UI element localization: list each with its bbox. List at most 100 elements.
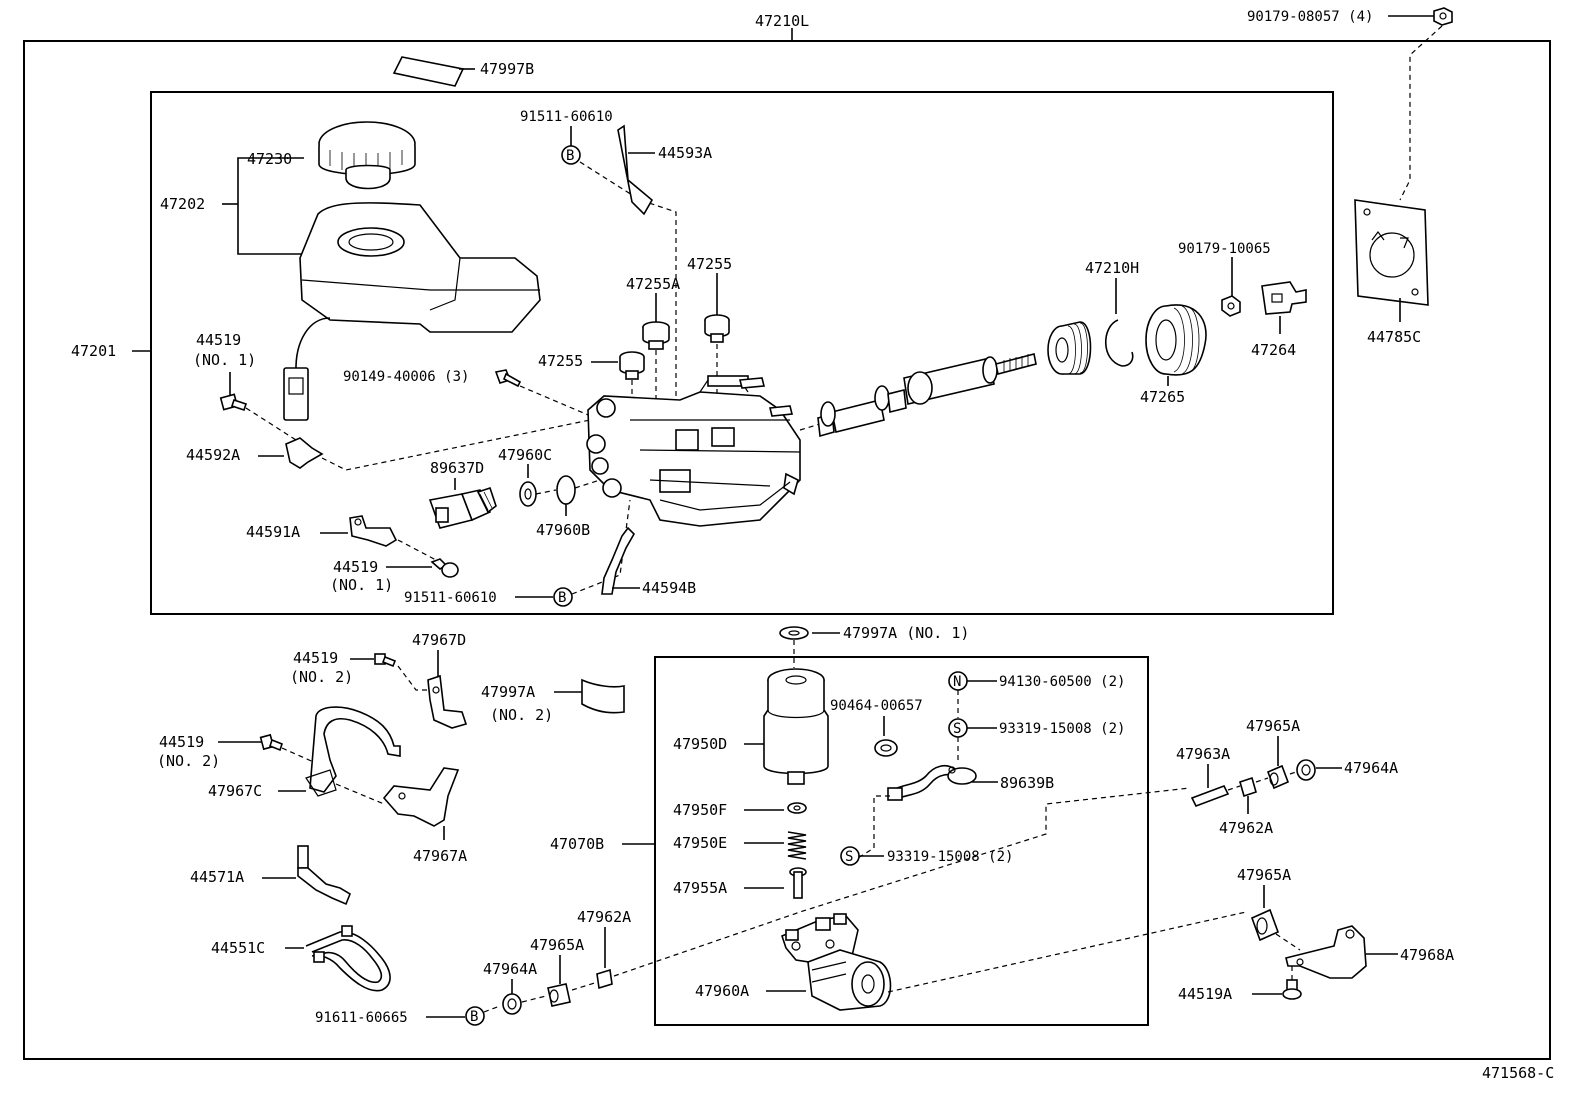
bushing-47965A-left-icon xyxy=(547,983,571,1007)
svg-text:B: B xyxy=(470,1009,478,1025)
bolt-44519-b-icon xyxy=(430,558,459,578)
svg-text:S: S xyxy=(953,721,961,737)
label-47255-mid: 47255 xyxy=(538,352,583,370)
label-47997A: 47997A xyxy=(481,683,535,701)
bracket-44591A-icon xyxy=(349,515,398,547)
label-44785C: 44785C xyxy=(1367,328,1421,346)
svg-text:B: B xyxy=(558,590,566,606)
label-no2-c: (NO. 2) xyxy=(290,668,353,686)
label-91511-60610-bot: 91511-60610 xyxy=(404,590,497,606)
label-47950F: 47950F xyxy=(673,801,727,819)
label-44551C: 44551C xyxy=(211,939,265,957)
sensor-bracket-44594B-icon xyxy=(601,526,635,595)
label-89639B: 89639B xyxy=(1000,774,1054,792)
snap-ring-47210H-icon xyxy=(1105,319,1134,367)
plug-47255-mid-icon xyxy=(619,351,645,380)
label-90149-40006: 90149-40006 (3) xyxy=(343,369,469,385)
label-44519-d: 44519 xyxy=(159,733,204,751)
label-47265: 47265 xyxy=(1140,388,1185,406)
label-89637D: 89637D xyxy=(430,459,484,477)
bolt-icon xyxy=(219,393,248,412)
clamp-90464-00657-icon xyxy=(874,739,898,757)
circle-mark-s-bottom: S xyxy=(840,846,860,866)
label-91511-60610-top: 91511-60610 xyxy=(520,109,613,125)
label-93319-15008-top: 93319-15008 (2) xyxy=(999,721,1125,737)
nut-90179-10065-icon xyxy=(1221,295,1241,317)
label-47967C: 47967C xyxy=(208,782,262,800)
label-94130-60500: 94130-60500 (2) xyxy=(999,674,1125,690)
label-90179-08057: 90179-08057 (4) xyxy=(1247,9,1373,25)
label-47960A: 47960A xyxy=(695,982,749,1000)
label-47960C: 47960C xyxy=(498,446,552,464)
pressure-switch-89637D-icon xyxy=(428,486,497,529)
bracket-47967D-icon xyxy=(427,674,468,729)
label-47255A: 47255A xyxy=(626,275,680,293)
master-cylinder-body-icon xyxy=(586,375,801,527)
label-47950D: 47950D xyxy=(673,735,727,753)
label-no2-47997A: (NO. 2) xyxy=(490,706,553,724)
label-47962A-right: 47962A xyxy=(1219,819,1273,837)
label-47201: 47201 xyxy=(71,342,116,360)
label-47255-top: 47255 xyxy=(687,255,732,273)
oring-47960B-icon xyxy=(556,475,576,505)
label-44571A: 44571A xyxy=(190,868,244,886)
label-91611-60665: 91611-60665 xyxy=(315,1010,408,1026)
piston-assembly-icon xyxy=(799,353,1037,438)
reservoir-tank-icon xyxy=(299,202,541,333)
svg-text:B: B xyxy=(566,148,574,164)
label-47955A: 47955A xyxy=(673,879,727,897)
pump-47960A-icon xyxy=(781,913,892,1011)
clip-44571A-icon xyxy=(297,845,351,906)
bolt-44519-c-icon xyxy=(374,653,397,668)
label-44519-b: 44519 xyxy=(333,558,378,576)
label-no2-d: (NO. 2) xyxy=(157,752,220,770)
label-47964A-right: 47964A xyxy=(1344,759,1398,777)
inner-frame-master-cylinder xyxy=(150,91,1334,615)
plug-47255-top-icon xyxy=(704,314,730,343)
bracket-47264-icon xyxy=(1261,281,1307,315)
label-44519-c: 44519 xyxy=(293,649,338,667)
washer-47960C-icon xyxy=(519,481,537,507)
label-47967A: 47967A xyxy=(413,847,467,865)
assembly-label: 47210L xyxy=(755,12,809,30)
screw-icon xyxy=(494,369,522,388)
label-90464-00657: 90464-00657 xyxy=(830,698,923,714)
nut-icon xyxy=(1433,7,1453,26)
label-44591A: 44591A xyxy=(246,523,300,541)
gasket-44785C-icon xyxy=(1354,199,1429,306)
svg-text:S: S xyxy=(845,849,853,865)
inner-frame-pump-unit xyxy=(654,656,1149,1026)
label-plate-47997B-icon xyxy=(392,56,465,87)
pin-47955A-icon xyxy=(789,867,807,899)
bolt-44519A-icon xyxy=(1282,979,1302,1000)
circle-mark-n: N xyxy=(948,671,968,691)
grommet-47964A-right-icon xyxy=(1296,759,1316,781)
tube-44551C-icon xyxy=(305,925,391,992)
label-47950E: 47950E xyxy=(673,834,727,852)
bracket-47967C-icon xyxy=(305,706,401,797)
bolt-44519-d-icon xyxy=(259,733,283,752)
label-44593A: 44593A xyxy=(658,144,712,162)
label-no1-b: (NO. 1) xyxy=(330,576,393,594)
label-47965A-right-top: 47965A xyxy=(1246,717,1300,735)
label-44592A: 44592A xyxy=(186,446,240,464)
plug-47255A-icon xyxy=(642,321,670,350)
label-47965A-left: 47965A xyxy=(530,936,584,954)
washer-47950F-icon xyxy=(787,802,807,814)
label-47210H: 47210H xyxy=(1085,259,1139,277)
label-47963A: 47963A xyxy=(1176,745,1230,763)
bracket-47968A-icon xyxy=(1285,925,1367,979)
svg-text:N: N xyxy=(953,674,961,690)
label-44519A: 44519A xyxy=(1178,985,1232,1003)
cushion-47997A-icon xyxy=(581,678,625,714)
label-44594B: 44594B xyxy=(642,579,696,597)
reservoir-cap-icon xyxy=(318,121,416,190)
pin-47963A-icon xyxy=(1190,784,1230,808)
circle-mark-b-top: B xyxy=(561,145,581,165)
label-47967D: 47967D xyxy=(412,631,466,649)
label-90179-10065: 90179-10065 xyxy=(1178,241,1271,257)
cushion-47997A-no1-icon xyxy=(779,626,809,640)
circle-mark-b-lower: B xyxy=(465,1006,485,1026)
label-47230: 47230 xyxy=(247,150,292,168)
bracket-47967A-icon xyxy=(382,767,460,827)
